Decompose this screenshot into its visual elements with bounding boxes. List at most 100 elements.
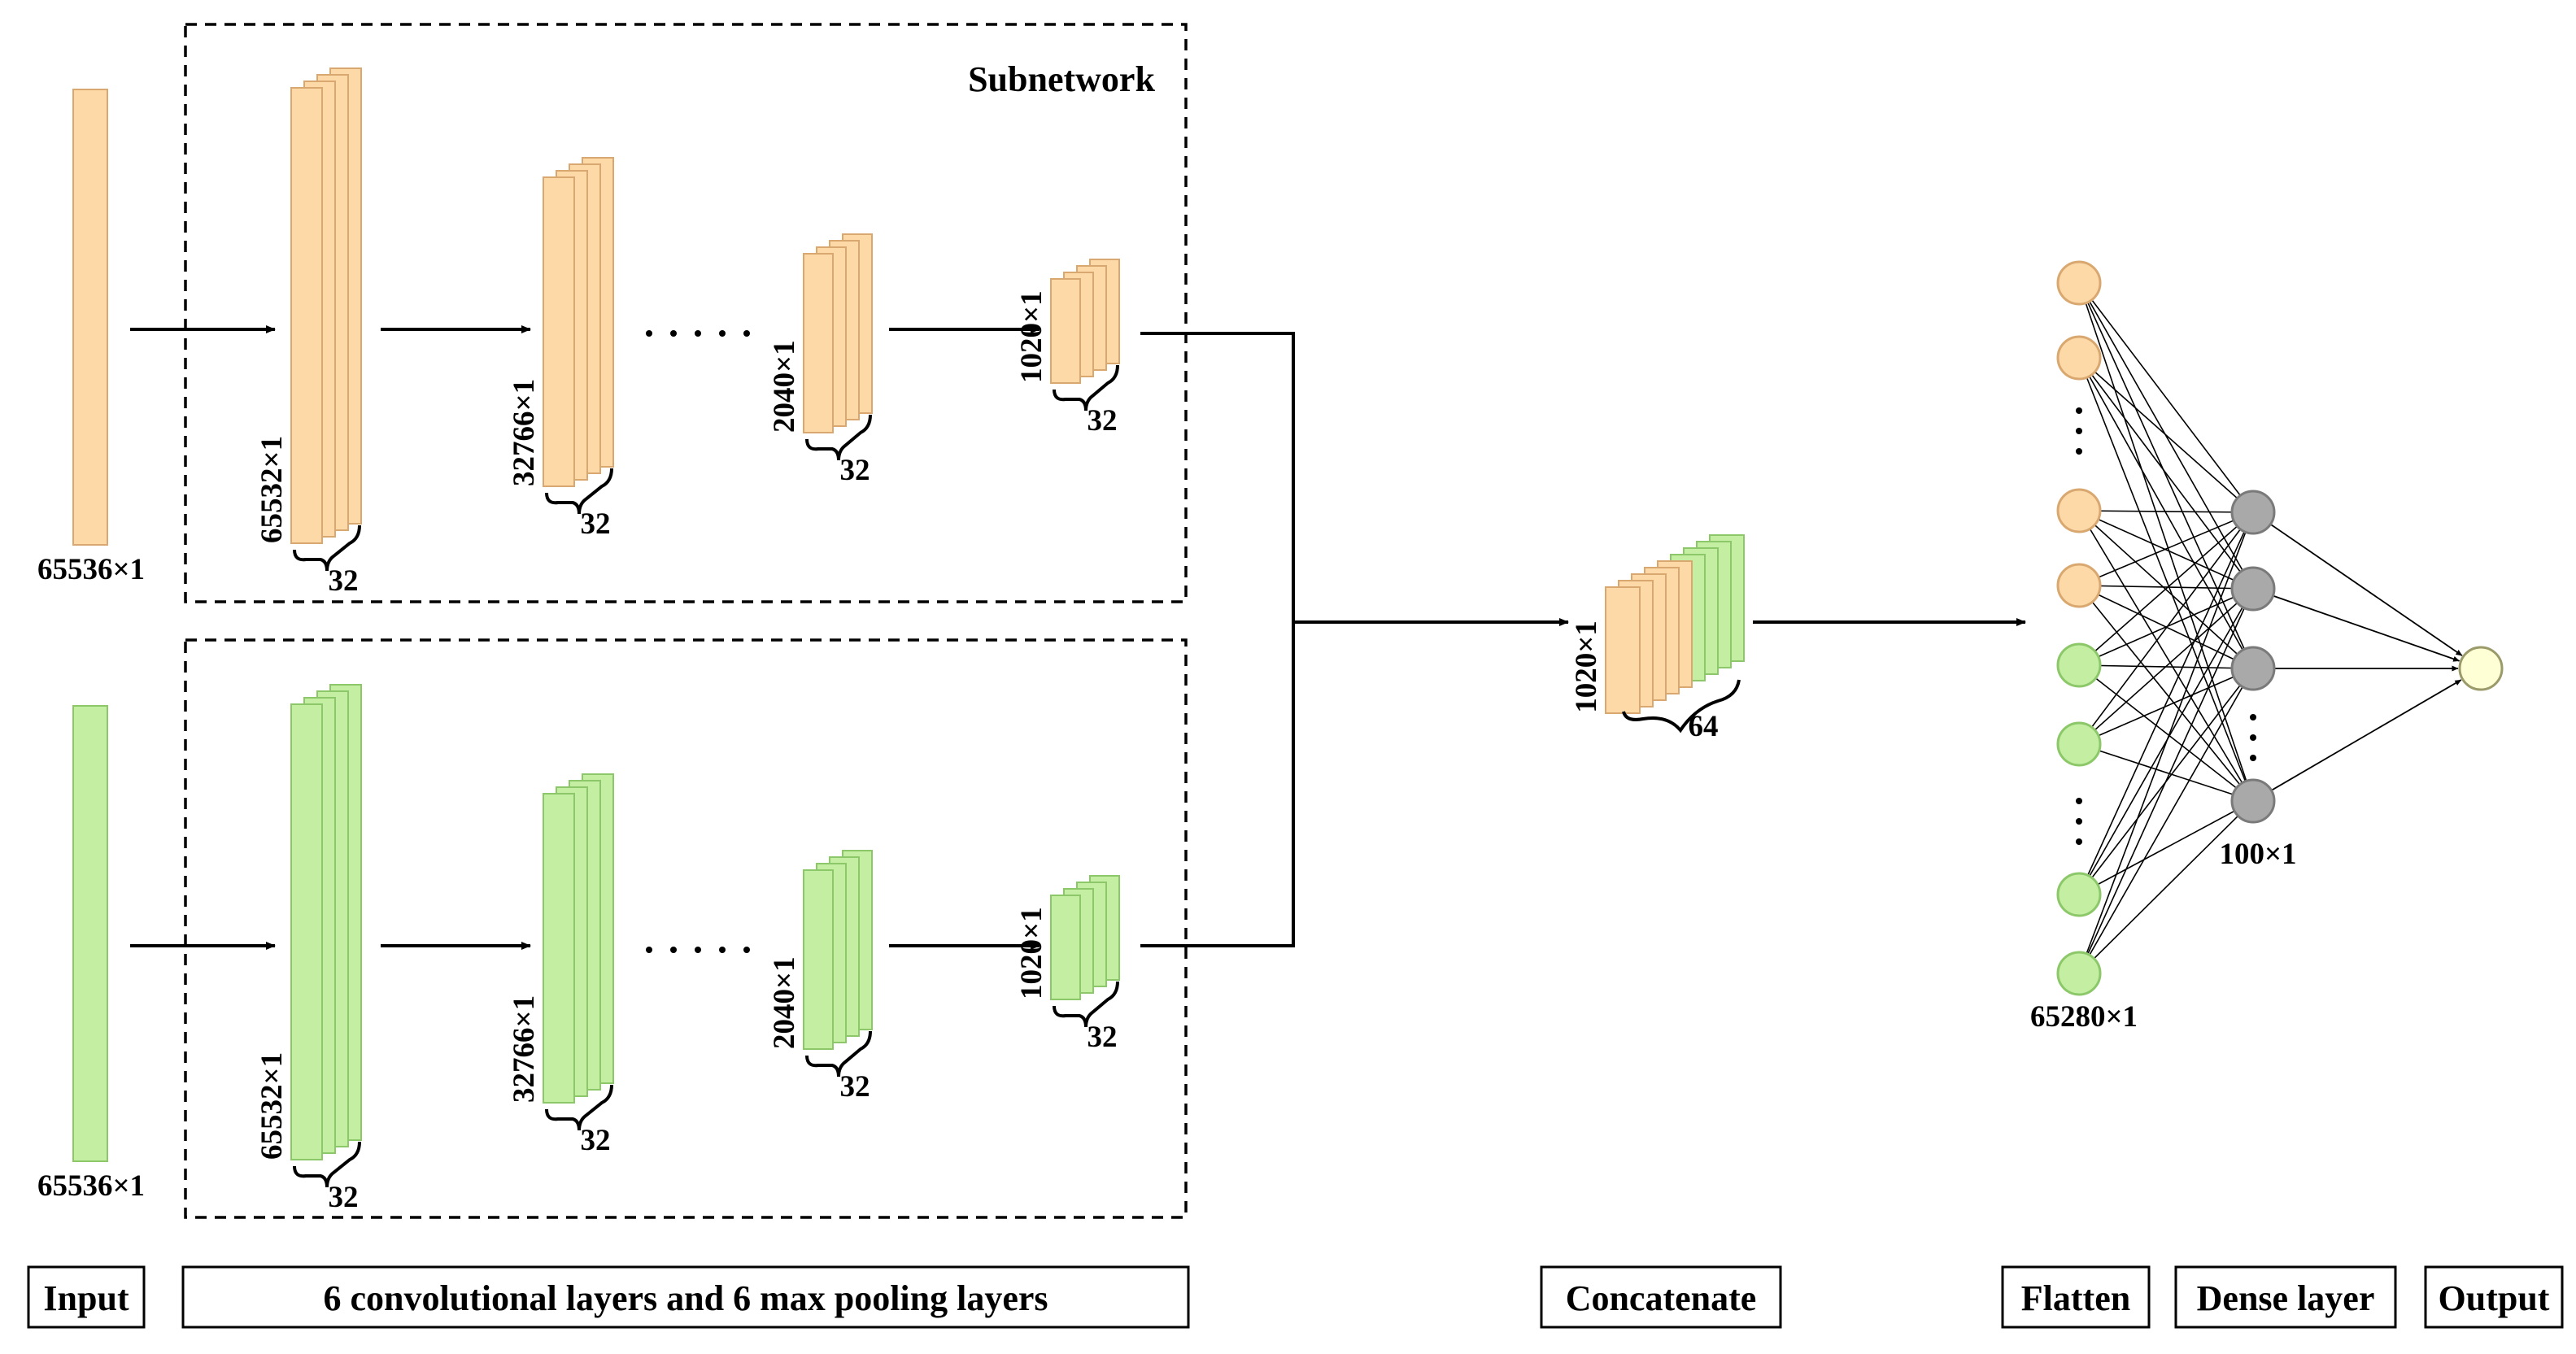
- connection-edge: [2078, 512, 2254, 666]
- subnetwork-box-bottom: [184, 638, 1188, 1219]
- channel-brace: [805, 414, 872, 461]
- network-nodes: [2056, 260, 2504, 996]
- feature-map-stack: 2040×1 32: [768, 850, 873, 1104]
- layer-channel-label: 32: [840, 1070, 870, 1104]
- connection-edge: [2078, 668, 2254, 745]
- concatenated-feature-maps: [1605, 534, 1745, 714]
- layer-channel-label: 32: [581, 507, 611, 541]
- layer-channel-label: 32: [1087, 404, 1118, 438]
- flatten-ellipsis-lower: [2076, 798, 2082, 845]
- ellipsis-dots-bottom: [646, 947, 750, 953]
- subnetwork-box-top: [184, 23, 1188, 603]
- layer-size-label: 65532×1: [255, 1052, 289, 1160]
- output-edge: [2271, 679, 2462, 791]
- feature-map-sheet: [543, 793, 575, 1104]
- feature-map-sheet: [1050, 278, 1081, 384]
- connection-edge: [2078, 282, 2254, 802]
- flatten-node: [2056, 721, 2102, 767]
- flatten-node: [2056, 642, 2102, 688]
- connection-edge: [2078, 282, 2254, 513]
- dense-node: [2230, 566, 2276, 612]
- output-edge: [2273, 594, 2460, 662]
- dense-node: [2230, 646, 2276, 691]
- layer-channel-label: 32: [1087, 1021, 1118, 1054]
- output-edge: [2269, 523, 2463, 656]
- connection-edge: [2078, 588, 2254, 666]
- channel-brace: [1053, 981, 1119, 1028]
- feature-map-sheet: [290, 703, 323, 1160]
- footer-concatenate-label: Concatenate: [1566, 1278, 1757, 1318]
- channel-brace: [293, 525, 361, 572]
- layer-size-label: 32766×1: [508, 379, 541, 486]
- connection-edge: [2078, 588, 2254, 745]
- layer-size-label: 65532×1: [255, 436, 289, 543]
- input-label-bottom: 65536×1: [37, 1169, 145, 1203]
- connection-edge: [2078, 282, 2254, 669]
- feature-map-stack: 65532×1 32: [255, 684, 362, 1214]
- layer-channel-label: 32: [840, 454, 870, 487]
- conv-layer-stacks: 65532×13232766×1322040×1321020×13265532×…: [255, 67, 1120, 1214]
- channel-brace: [545, 468, 613, 515]
- connection-edge: [2078, 510, 2254, 590]
- connection-edge: [2078, 585, 2254, 802]
- footer-conv-label: 6 convolutional layers and 6 max pooling…: [323, 1278, 1048, 1318]
- flatten-node: [2056, 951, 2102, 996]
- flatten-node: [2056, 563, 2102, 608]
- connection-edge: [2078, 357, 2254, 802]
- feature-map-stack: 65532×1 32: [255, 67, 362, 598]
- connection-edge: [2078, 512, 2254, 974]
- input-vector-bottom: [72, 705, 108, 1162]
- footer-dense-label: Dense layer: [2197, 1278, 2375, 1318]
- footer-output-label: Output: [2439, 1278, 2550, 1318]
- feature-map-stack: 2040×1 32: [768, 233, 873, 487]
- feature-map-sheet: [543, 176, 575, 487]
- connection-edge: [2078, 510, 2254, 513]
- output-node: [2458, 646, 2504, 691]
- feature-map-stack: 1020×1 32: [1015, 259, 1120, 438]
- connection-edge: [2078, 743, 2254, 802]
- feature-map-stack: 1020×132: [1015, 875, 1120, 1054]
- concat-brace: [1622, 679, 1741, 734]
- footer-flatten-label: Flatten: [2021, 1278, 2130, 1318]
- footer-input-label: Input: [43, 1278, 129, 1318]
- feature-map-stack: 32766×132: [508, 773, 614, 1157]
- feature-map-sheet: [1050, 895, 1081, 1000]
- flatten-node: [2056, 260, 2102, 306]
- layer-channel-label: 32: [329, 564, 359, 598]
- connector-top-to-merge: [1140, 332, 1295, 622]
- layer-channel-label: 32: [329, 1181, 359, 1214]
- connection-edge: [2078, 664, 2254, 802]
- dense-node: [2230, 490, 2276, 535]
- feature-map-sheet: [803, 253, 834, 433]
- flatten-node: [2056, 335, 2102, 381]
- connection-edge: [2078, 588, 2254, 974]
- connection-edge: [2078, 357, 2254, 669]
- input-vector-top: [72, 89, 108, 546]
- concat-channel-label: 64: [1689, 710, 1719, 743]
- flatten-ellipsis-upper: [2076, 407, 2082, 455]
- flatten-node: [2056, 872, 2102, 917]
- connector-bottom-to-merge: [1140, 622, 1295, 947]
- dense-ellipsis: [2250, 714, 2256, 761]
- channel-brace: [293, 1141, 361, 1188]
- dense-size-label: 100×1: [2219, 838, 2296, 871]
- dense-node: [2230, 778, 2276, 824]
- layer-size-label: 2040×1: [768, 340, 801, 433]
- feature-map-stack: 32766×1 32: [508, 157, 614, 541]
- connection-edge: [2078, 512, 2254, 586]
- footer-labels: Input 6 convolutional layers and 6 max p…: [27, 1265, 2564, 1329]
- subnetwork-title: Subnetwork: [968, 59, 1155, 99]
- network-connections: [2078, 282, 2463, 974]
- connection-edge: [2078, 357, 2254, 513]
- feature-map-sheet: [803, 869, 834, 1050]
- channel-brace: [1053, 364, 1119, 411]
- flatten-size-label: 65280×1: [2030, 1000, 2138, 1034]
- feature-map-sheet: [290, 87, 323, 544]
- layer-size-label: 1020×1: [1015, 290, 1048, 383]
- layer-size-label: 2040×1: [768, 956, 801, 1049]
- connection-edge: [2078, 510, 2254, 802]
- connection-edge: [2078, 668, 2254, 974]
- connection-edge: [2078, 512, 2254, 745]
- input-label-top: 65536×1: [37, 553, 145, 586]
